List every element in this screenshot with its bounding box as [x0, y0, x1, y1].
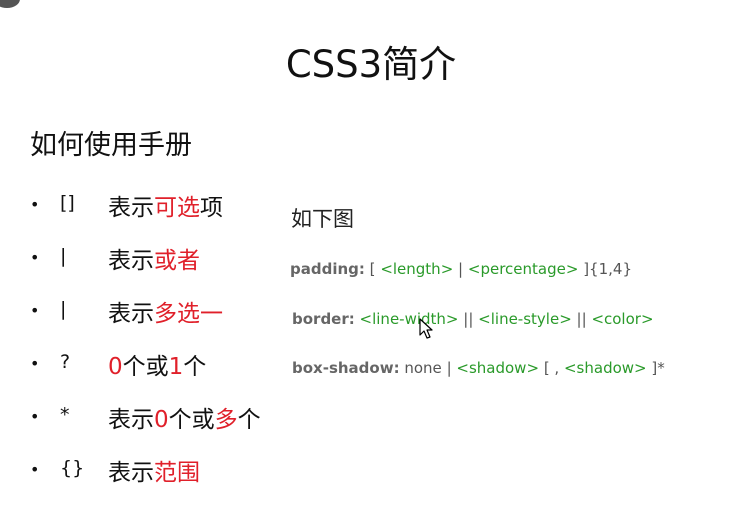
- syntax-token: ]*: [651, 359, 665, 377]
- desc-part-highlight: 多选一: [154, 301, 223, 327]
- list-symbol: []: [60, 192, 75, 214]
- syntax-token: <shadow>: [456, 359, 540, 377]
- bullet: •: [30, 301, 40, 320]
- list-symbol: {}: [60, 457, 85, 479]
- list-symbol: *: [60, 404, 70, 426]
- page-title: CSS3简介: [285, 43, 457, 86]
- desc-part-highlight: 1: [168, 354, 184, 380]
- corner-decoration: [0, 0, 20, 8]
- desc-part: 项: [200, 195, 223, 221]
- bullet: •: [30, 195, 40, 214]
- mouse-pointer-icon: [419, 318, 433, 339]
- desc-part: 表示: [108, 301, 154, 327]
- syntax-token: |: [446, 359, 452, 377]
- syntax-property: box-shadow:: [292, 359, 400, 377]
- desc-part: 个: [237, 407, 261, 433]
- desc-part-highlight: 范围: [154, 460, 200, 486]
- syntax-token: <shadow>: [563, 359, 647, 377]
- list-description: 表示0个或多个: [108, 400, 261, 434]
- list-description: 0个或1个: [108, 347, 206, 381]
- bullet: •: [30, 460, 40, 479]
- list-symbol: |: [60, 245, 67, 267]
- desc-part: 个或: [168, 407, 215, 433]
- desc-part: 表示: [108, 460, 154, 486]
- syntax-token: [ ,: [543, 359, 560, 377]
- list-symbol: |: [60, 298, 67, 320]
- section-subtitle: 如何使用手册: [30, 130, 192, 161]
- syntax-token: none: [404, 359, 442, 377]
- list-symbol: ?: [60, 351, 71, 373]
- desc-part-highlight: 多: [214, 407, 238, 433]
- syntax-token: <length>: [380, 260, 454, 278]
- syntax-property: padding:: [290, 260, 365, 278]
- list-description: 表示范围: [108, 453, 200, 487]
- syntax-token: <percentage>: [467, 260, 579, 278]
- syntax-token: <color>: [591, 310, 654, 328]
- bullet: •: [30, 354, 40, 373]
- syntax-token: ||: [576, 310, 587, 328]
- syntax-box-shadow: box-shadow: none | <shadow> [ , <shadow>…: [292, 359, 665, 377]
- syntax-token: |: [458, 260, 464, 278]
- list-description: 表示多选一: [108, 294, 223, 328]
- list-description: 表示可选项: [108, 188, 223, 222]
- syntax-token: <line-width>: [359, 310, 459, 328]
- bullet: •: [30, 407, 40, 426]
- desc-part: 表示: [108, 248, 154, 274]
- desc-part: 个或: [122, 354, 169, 380]
- syntax-token: ]{1,4}: [583, 260, 632, 278]
- desc-part-highlight: 0: [108, 354, 123, 380]
- desc-part-highlight: 0: [154, 407, 169, 433]
- syntax-padding: padding: [ <length> | <percentage> ]{1,4…: [290, 260, 632, 278]
- syntax-token: [: [369, 260, 376, 278]
- desc-part: 个: [183, 354, 207, 380]
- desc-part-highlight: 可选: [154, 195, 200, 221]
- syntax-token: ||: [463, 310, 474, 328]
- list-description: 表示或者: [108, 241, 200, 275]
- bullet: •: [30, 248, 40, 267]
- desc-part: 表示: [108, 195, 154, 221]
- syntax-token: <line-style>: [478, 310, 572, 328]
- desc-part-highlight: 或者: [154, 248, 200, 274]
- syntax-property: border:: [292, 310, 355, 328]
- figure-caption: 如下图: [291, 207, 354, 231]
- syntax-border: border: <line-width> || <line-style> || …: [292, 310, 654, 328]
- desc-part: 表示: [108, 407, 154, 433]
